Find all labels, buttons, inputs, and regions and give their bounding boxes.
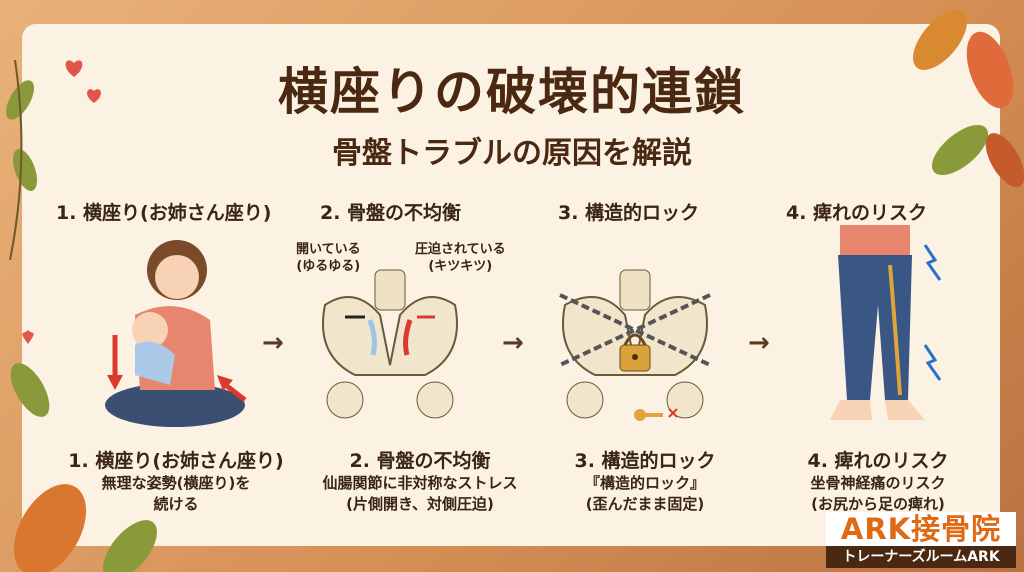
heart-icon (65, 60, 101, 103)
leaf-decoration-left (6, 60, 38, 260)
step-4-caption: 4. 痺れのリスク 坐骨神経痛のリスク (お尻から足の痺れ) (807, 450, 949, 513)
leaf-decoration-bottom-left (10, 330, 157, 572)
ark-clinic-logo: ARK接骨院 トレーナーズルームARK (826, 512, 1016, 568)
arrow-icon: → (262, 328, 284, 358)
compressed-side-label: 圧迫されている(キツキツ) (415, 242, 506, 274)
leaf-decoration-top-right (913, 10, 1024, 187)
locked-pelvis-illustration (559, 269, 711, 421)
page-subtitle: 骨盤トラブルの原因を解説 (332, 136, 692, 171)
step-3-label: 3. 構造的ロック (558, 202, 700, 224)
woman-side-sitting-illustration (105, 240, 247, 427)
step-4-label: 4. 痺れのリスク (786, 202, 928, 224)
step-1-label: 1. 横座り(お姉さん座り) (56, 202, 272, 224)
step-2-label: 2. 骨盤の不均衡 (320, 202, 462, 224)
step-2-caption: 2. 骨盤の不均衡 仙腸関節に非対称なストレス (片側開き、対側圧迫) (322, 450, 518, 513)
arrow-icon: → (502, 328, 524, 358)
logo-sub-text: トレーナーズルームARK (826, 546, 1016, 568)
arrow-icon: → (748, 328, 770, 358)
leg-numbness-illustration (830, 225, 942, 420)
step-3-caption: 3. 構造的ロック 『構造的ロック』 (歪んだまま固定) (574, 450, 716, 513)
logo-main-text: ARK接骨院 (840, 512, 1002, 546)
step-1-caption: 1. 横座り(お姉さん座り) 無理な姿勢(横座り)を 続ける (68, 450, 284, 513)
pelvis-imbalance-illustration (322, 269, 458, 419)
open-side-label: 開いている(ゆるゆる) (296, 242, 361, 274)
page-title: 横座りの破壊的連鎖 (278, 63, 746, 121)
